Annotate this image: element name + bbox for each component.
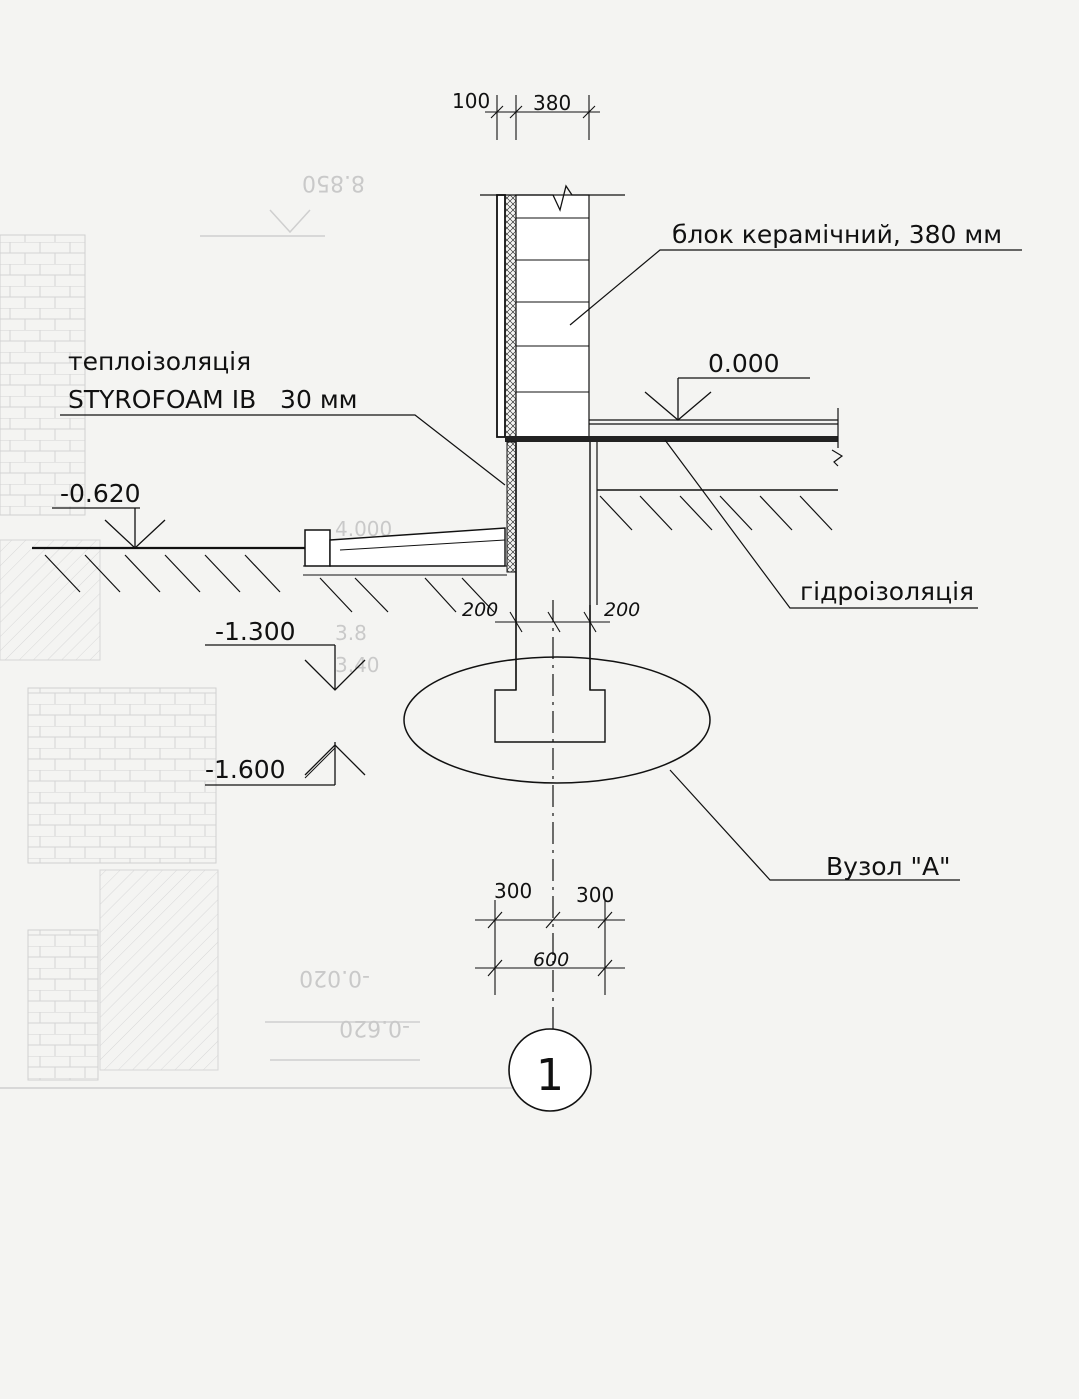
level-1600-label: -1.600 (205, 755, 286, 784)
waterproofing-label: гідроізоляція (800, 577, 974, 606)
faint-wall-block (0, 234, 86, 516)
faint-level-6: -0.620 (339, 1015, 410, 1040)
block-callout: блок керамічний, 380 мм (569, 220, 1022, 326)
waterproofing-callout: гідроізоляція (664, 439, 978, 609)
level-mark-1600: -1.600 (205, 742, 366, 786)
dim-300-right: 300 (576, 883, 614, 907)
level-floor-label: 0.000 (708, 349, 780, 378)
node-a-label: Вузол "А" (826, 852, 951, 881)
faint-level-4: 3.40 (335, 653, 380, 677)
break-mark (480, 184, 625, 212)
node-a-ellipse (403, 656, 711, 784)
dim-100: 100 (452, 89, 490, 113)
insulation-callout: теплоізоляція STYROFOAM IB 30 мм (60, 347, 506, 486)
wall-insulation-strip (504, 194, 517, 438)
facade-layer (496, 194, 506, 438)
faint-lower-block (99, 869, 219, 1071)
level-mark-floor: 0.000 (644, 349, 810, 421)
node-a-callout: Вузол "А" (403, 656, 960, 881)
faint-level-1: 8.850 (302, 170, 365, 195)
dim-200-left: 200 (462, 599, 498, 621)
insulation-label-line1: теплоізоляція (68, 347, 251, 376)
level-ground-label: -0.620 (60, 479, 141, 508)
foundation-dimension-chain (495, 611, 610, 633)
ceramic-block-column (515, 194, 590, 438)
curb-stone (304, 529, 331, 567)
dim-380: 380 (533, 91, 571, 115)
foundation-insulation (506, 441, 517, 573)
dim-600: 600 (533, 949, 569, 971)
insulation-label-line2: STYROFOAM IB 30 мм (68, 385, 358, 414)
footing-dimension-chain (475, 900, 625, 995)
floor-slab (505, 408, 844, 605)
axis-bubble (508, 1028, 592, 1112)
ground-and-blind-area (32, 495, 833, 613)
waterproofing-layer (505, 436, 838, 442)
faint-roof-block (0, 539, 101, 661)
faint-level-3: 3.8 (335, 621, 367, 645)
level-mark-ground: -0.620 (52, 479, 166, 549)
block-label: блок керамічний, 380 мм (672, 220, 1002, 249)
block-joints (516, 217, 589, 393)
level-mark-1300: -1.300 (205, 617, 366, 691)
faint-level-5: -0.020 (299, 965, 370, 990)
ground-hatch-left (44, 554, 495, 613)
dim-300-left: 300 (494, 879, 532, 903)
ground-hatch-right (599, 495, 833, 531)
ceramic-block-wall (480, 184, 625, 438)
dim-200-right: 200 (604, 599, 640, 621)
faint-lower-brick (27, 929, 99, 1081)
grid-axis-1: 1 (508, 600, 592, 1112)
strip-foundation (494, 441, 606, 743)
axis-number: 1 (536, 1050, 564, 1101)
faint-window-block (27, 687, 217, 864)
top-dimension-chain (485, 95, 600, 140)
level-1300-label: -1.300 (215, 617, 296, 646)
